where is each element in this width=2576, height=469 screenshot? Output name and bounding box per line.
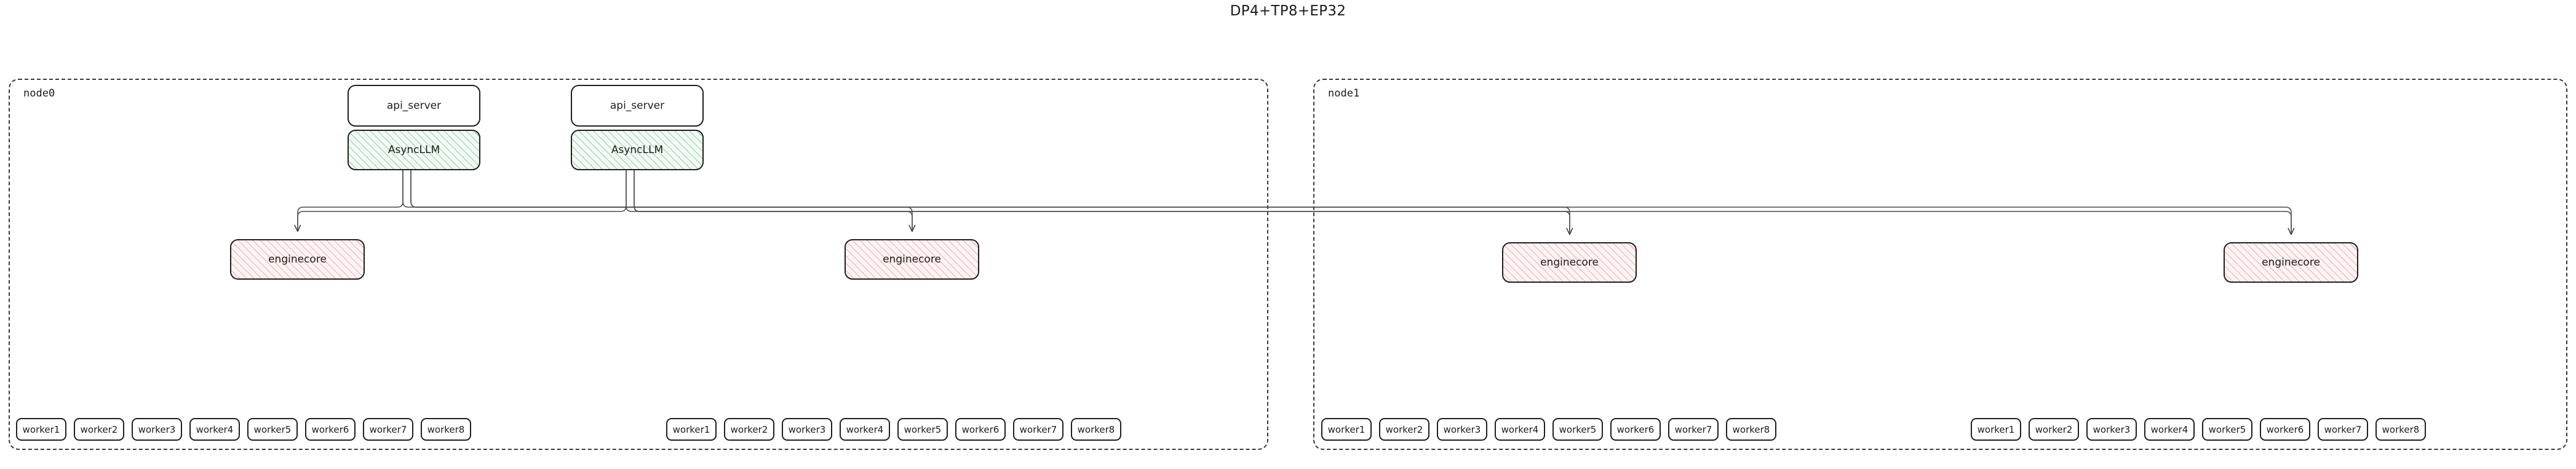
worker-box[interactable]: worker6 (1610, 418, 1661, 441)
worker-box[interactable]: worker5 (2202, 418, 2252, 441)
api-server-box[interactable]: api_server (348, 85, 480, 127)
worker-box[interactable]: worker2 (2029, 418, 2079, 441)
worker-box[interactable]: worker6 (955, 418, 1006, 441)
worker-box[interactable]: worker6 (305, 418, 356, 441)
node-cluster-node0: node0 (9, 79, 1268, 450)
node-cluster-node1: node1 (1313, 79, 2567, 450)
worker-box[interactable]: worker2 (74, 418, 124, 441)
enginecore-box[interactable]: enginecore (2224, 242, 2358, 283)
worker-box[interactable]: worker1 (1321, 418, 1372, 441)
worker-box[interactable]: worker4 (189, 418, 240, 441)
api-server-box[interactable]: api_server (571, 85, 704, 127)
worker-box[interactable]: worker7 (2318, 418, 2368, 441)
worker-box[interactable]: worker4 (1495, 418, 1545, 441)
worker-box[interactable]: worker5 (897, 418, 948, 441)
asyncllm-box[interactable]: AsyncLLM (348, 130, 480, 170)
worker-box[interactable]: worker1 (16, 418, 66, 441)
worker-box[interactable]: worker5 (247, 418, 298, 441)
enginecore-box[interactable]: enginecore (845, 239, 979, 280)
worker-box[interactable]: worker2 (724, 418, 774, 441)
worker-box[interactable]: worker3 (132, 418, 182, 441)
enginecore-box[interactable]: enginecore (230, 239, 365, 280)
asyncllm-box[interactable]: AsyncLLM (571, 130, 704, 170)
worker-box[interactable]: worker8 (1726, 418, 1776, 441)
worker-box[interactable]: worker7 (1668, 418, 1719, 441)
worker-box[interactable]: worker1 (1971, 418, 2021, 441)
node-cluster-label: node0 (23, 87, 55, 100)
page-title: DP4+TP8+EP32 (1230, 3, 1346, 19)
worker-box[interactable]: worker5 (1552, 418, 1603, 441)
worker-box[interactable]: worker8 (2375, 418, 2426, 441)
worker-box[interactable]: worker7 (363, 418, 413, 441)
worker-box[interactable]: worker3 (782, 418, 832, 441)
worker-box[interactable]: worker3 (2086, 418, 2137, 441)
worker-box[interactable]: worker2 (1379, 418, 1429, 441)
worker-box[interactable]: worker1 (666, 418, 717, 441)
worker-box[interactable]: worker8 (421, 418, 471, 441)
worker-box[interactable]: worker6 (2260, 418, 2310, 441)
worker-box[interactable]: worker7 (1013, 418, 1063, 441)
worker-box[interactable]: worker8 (1071, 418, 1121, 441)
enginecore-box[interactable]: enginecore (1502, 242, 1637, 283)
worker-box[interactable]: worker4 (2144, 418, 2195, 441)
worker-box[interactable]: worker4 (840, 418, 890, 441)
worker-box[interactable]: worker3 (1437, 418, 1487, 441)
node-cluster-label: node1 (1328, 87, 1360, 100)
